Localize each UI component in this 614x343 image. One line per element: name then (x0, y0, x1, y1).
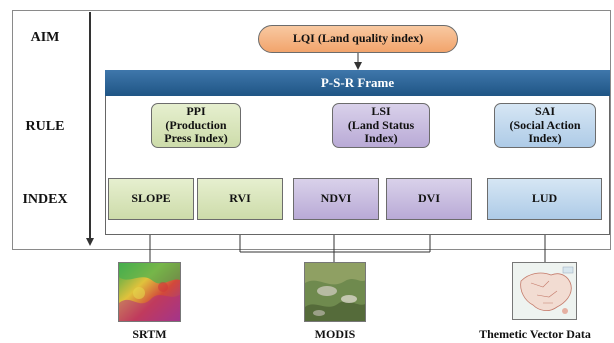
slope-box: SLOPE (108, 178, 194, 220)
ppi-box: PPI (Production Press Index) (151, 103, 241, 148)
modis-thumbnail (304, 262, 366, 322)
level-label-aim: AIM (30, 30, 60, 45)
rvi-box: RVI (197, 178, 283, 220)
srtm-thumbnail (118, 262, 181, 322)
level-label-rule: RULE (25, 119, 65, 134)
srtm-label: SRTM (132, 327, 167, 341)
thematic-label: Themetic Vector Data (479, 327, 591, 341)
dvi-box: DVI (386, 178, 472, 220)
lqi-box: LQI (Land quality index) (258, 25, 458, 53)
sai-box: SAI (Social Action Index) (494, 103, 596, 148)
thematic-thumbnail (512, 262, 577, 320)
modis-satellite-image (305, 263, 365, 321)
level-label-index: INDEX (22, 192, 68, 207)
psr-frame-title: P-S-R Frame (105, 70, 610, 96)
lud-box: LUD (487, 178, 602, 220)
thematic-map-image (513, 263, 576, 319)
ndvi-box: NDVI (293, 178, 379, 220)
lsi-box: LSI (Land Status Index) (332, 103, 430, 148)
srtm-elevation-image (119, 263, 180, 321)
modis-label: MODIS (314, 327, 356, 341)
